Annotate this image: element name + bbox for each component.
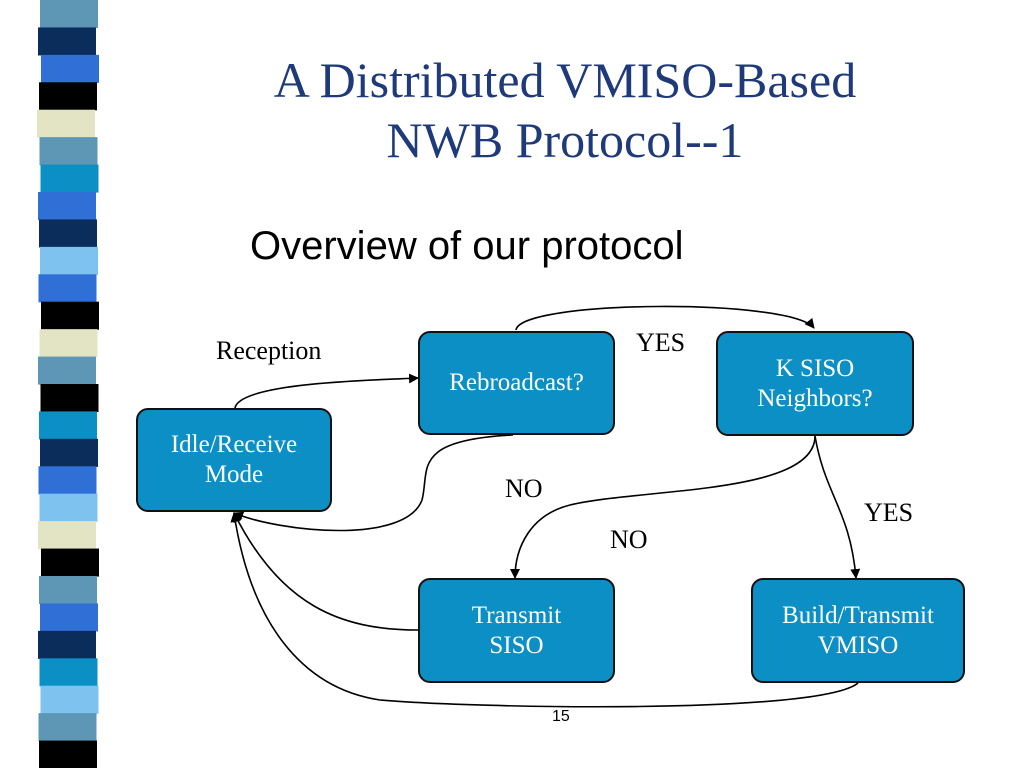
stripe-band <box>40 685 99 714</box>
node-transmit-siso: Transmit SISO <box>418 578 615 683</box>
stripe-band <box>40 0 98 29</box>
stripe-band <box>40 603 98 632</box>
stripe-band <box>40 438 98 467</box>
label-yes-right: YES <box>864 498 914 527</box>
stripe-band <box>38 630 96 659</box>
stripe-band <box>39 576 97 605</box>
arrow-transmit-to-idle <box>233 512 419 631</box>
label-no-rebroadcast: NO <box>505 474 543 503</box>
stripe-band <box>37 109 95 138</box>
decorative-stripe-bar <box>37 0 99 768</box>
stripe-band <box>39 740 97 768</box>
label-reception: Reception <box>216 336 322 365</box>
stripe-band <box>38 466 97 495</box>
stripe-band <box>39 329 98 358</box>
stripe-band <box>39 137 98 166</box>
stripe-band <box>38 521 96 550</box>
stripe-band <box>41 54 99 83</box>
slide-title: A Distributed VMISO-Based NWB Protocol--… <box>130 50 1000 170</box>
arrow-ksiso-yes-to-build <box>814 435 861 579</box>
stripe-band <box>38 27 96 56</box>
arrow-rebroadcast-to-ksiso <box>515 305 815 331</box>
label-no-ksiso: NO <box>610 525 648 554</box>
node-k-siso-neighbors: K SISO Neighbors? <box>716 331 914 436</box>
slide-subtitle: Overview of our protocol <box>250 224 684 268</box>
stripe-band <box>39 219 97 248</box>
stripe-band <box>38 274 97 303</box>
stripe-band <box>40 246 98 275</box>
stripe-band <box>41 548 99 577</box>
node-build-transmit-vmiso: Build/Transmit VMISO <box>751 578 965 683</box>
stripe-band <box>40 164 99 193</box>
node-rebroadcast: Rebroadcast? <box>418 331 615 435</box>
stripe-band <box>41 301 99 330</box>
title-line-1: A Distributed VMISO-Based <box>273 52 857 108</box>
stripe-band <box>38 713 97 742</box>
title-line-2: NWB Protocol--1 <box>386 112 744 168</box>
stripe-band <box>38 192 96 221</box>
arrow-rebroadcast-no-to-idle <box>233 434 514 532</box>
stripe-band <box>40 384 99 413</box>
stripe-band <box>39 82 97 111</box>
stripe-band <box>39 411 97 440</box>
stripe-band <box>38 356 96 385</box>
stripe-band <box>39 658 98 687</box>
arrow-ksiso-no-to-transmit <box>510 435 816 579</box>
node-idle-receive-mode: Idle/Receive Mode <box>136 408 332 512</box>
arrow-build-to-idle <box>230 512 859 708</box>
stripe-band <box>39 493 98 522</box>
page-number: 15 <box>552 708 570 725</box>
label-yes-top: YES <box>636 328 686 357</box>
arrow-idle-to-rebroadcast <box>234 373 419 409</box>
